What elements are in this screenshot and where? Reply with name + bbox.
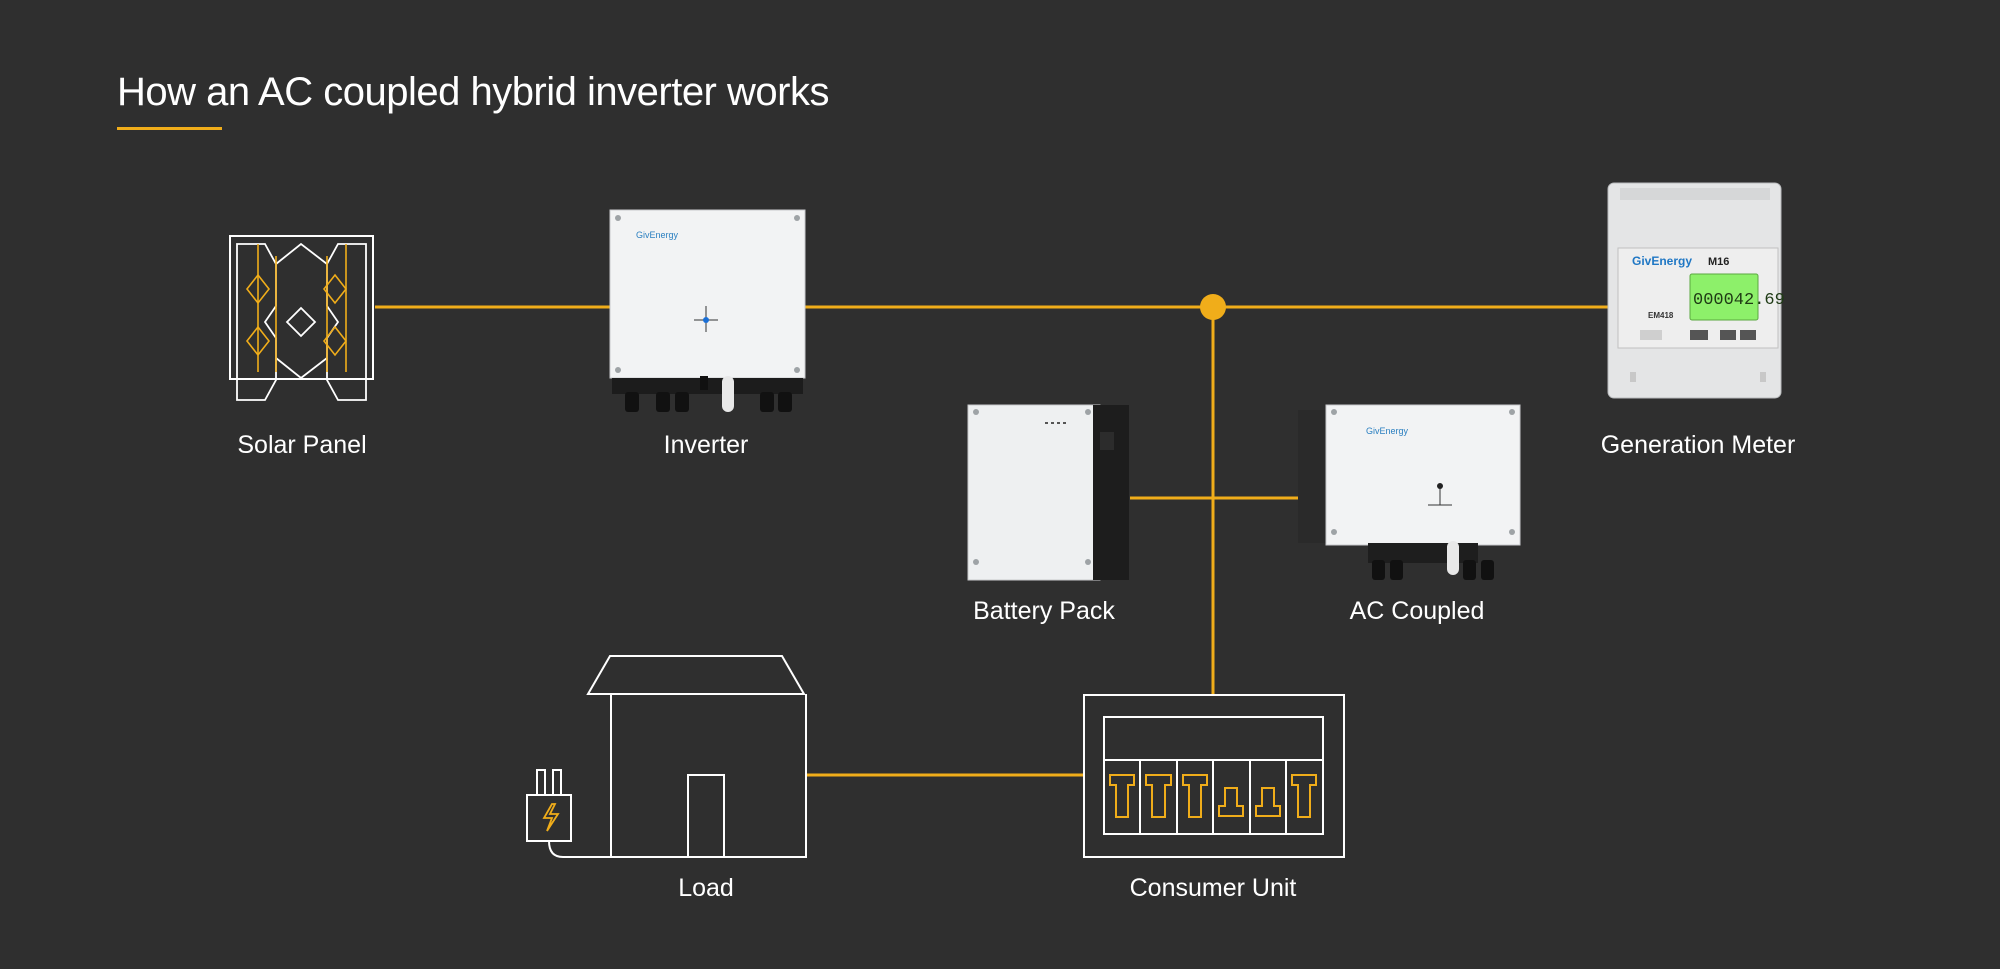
lightning-bolt-icon (542, 803, 560, 832)
inverter-brand: GivEnergy (636, 230, 679, 240)
solar-panel-icon (229, 235, 374, 401)
junction-node (1200, 294, 1226, 320)
battery-pack-unit (967, 404, 1129, 581)
inverter-unit (609, 209, 806, 412)
meter-marking: M16 (1708, 256, 1729, 268)
load-label: Load (678, 874, 734, 902)
ac-coupled-label: AC Coupled (1349, 597, 1485, 625)
consumer-unit-label: Consumer Unit (1129, 874, 1297, 902)
ac-coupled-brand: GivEnergy (1366, 426, 1409, 436)
meter-model: EM418 (1648, 311, 1674, 320)
title-underline (117, 127, 222, 130)
meter-brand: GivEnergy (1632, 254, 1692, 268)
generation-meter-label: Generation Meter (1600, 431, 1796, 459)
inverter-label: Inverter (663, 431, 749, 459)
ac-coupled-unit (1298, 404, 1521, 580)
consumer-unit-icon (1083, 694, 1345, 858)
generation-meter-unit (1607, 182, 1782, 399)
battery-pack-label: Battery Pack (973, 597, 1115, 625)
solar-panel-label: Solar Panel (237, 431, 367, 459)
meter-display-reading: 000042.69 (1693, 291, 1785, 310)
page-title: How an AC coupled hybrid inverter works (117, 70, 829, 114)
house-plug-icon (526, 655, 807, 858)
